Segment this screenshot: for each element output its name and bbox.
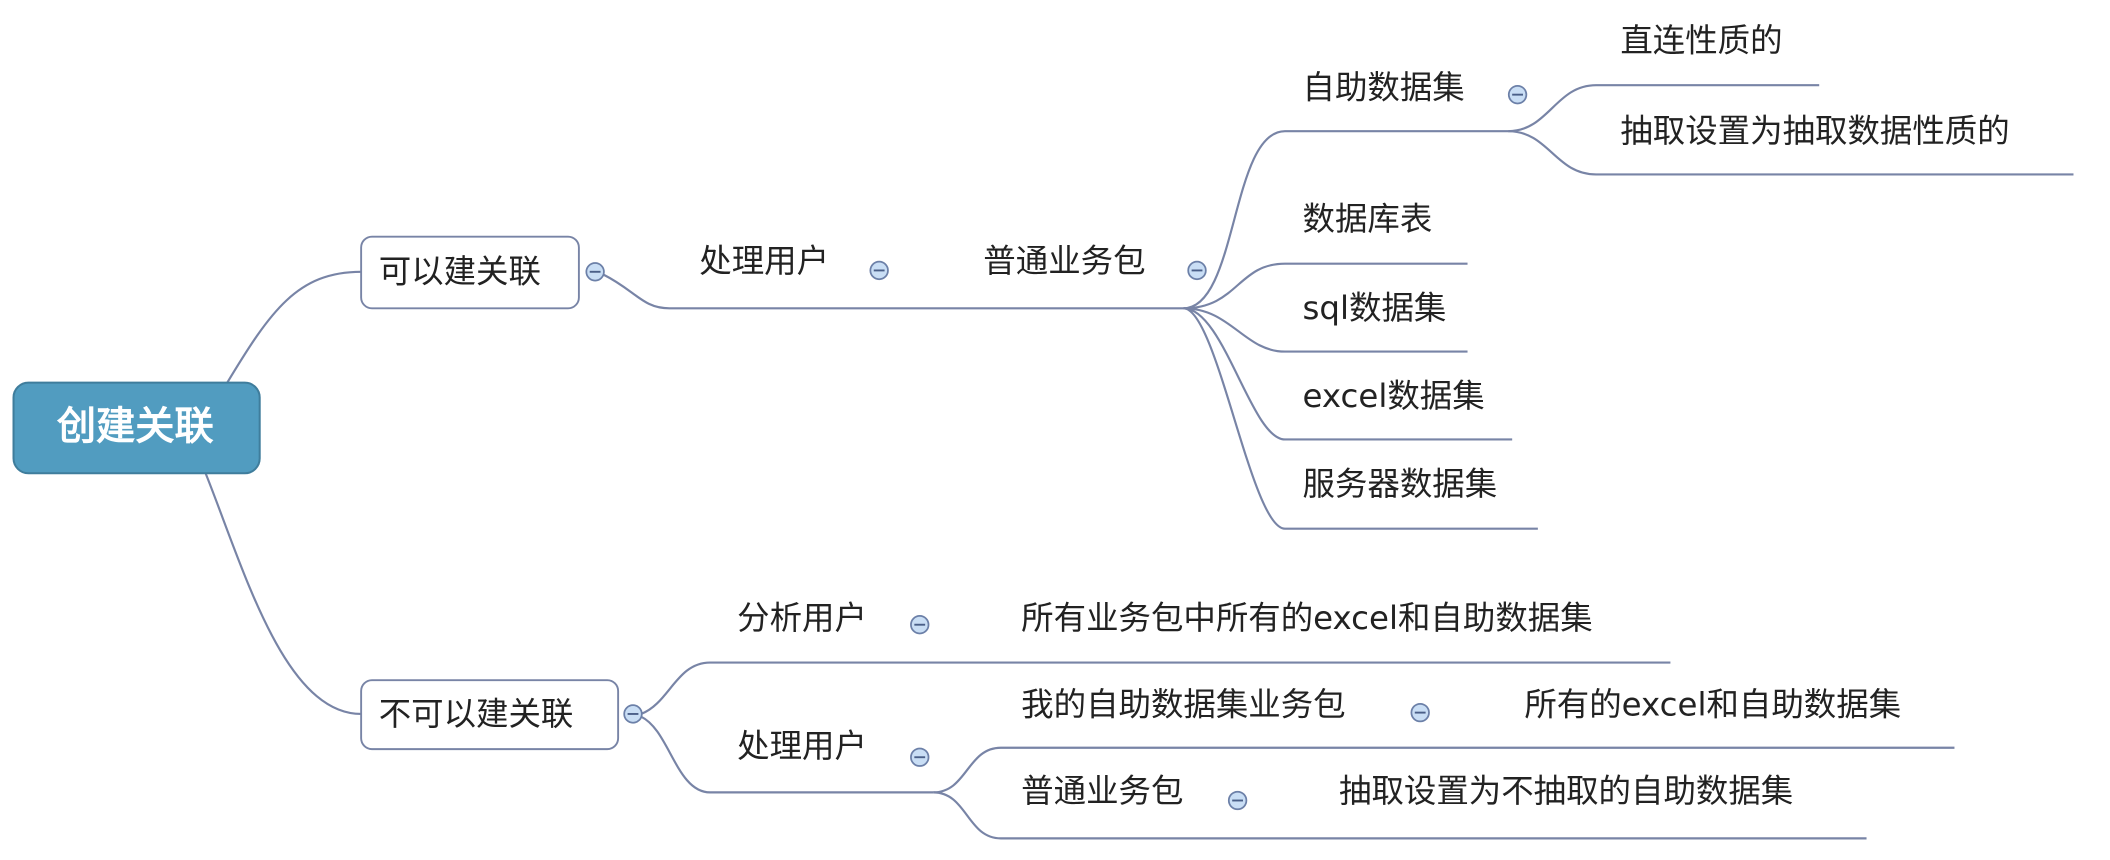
collapse-icon[interactable] — [585, 262, 605, 282]
root-node[interactable]: 创建关联 — [12, 381, 261, 475]
server-dataset-label[interactable]: 服务器数据集 — [1303, 465, 1498, 503]
edge-normal-package-2 — [933, 791, 1867, 840]
edge-can-processing — [602, 273, 1184, 310]
edge-dbtable — [1183, 262, 1468, 310]
collapse-icon[interactable] — [1227, 790, 1248, 811]
edge-selfhelp — [1183, 130, 1509, 310]
non-extract-label[interactable]: 抽取设置为不抽取的自助数据集 — [1339, 772, 1793, 810]
analysis-user-label[interactable]: 分析用户 — [737, 599, 867, 637]
self-help-dataset-label[interactable]: 自助数据集 — [1303, 69, 1465, 107]
collapse-icon[interactable] — [910, 615, 930, 635]
processing-user-2-label[interactable]: 处理用户 — [737, 727, 867, 765]
normal-package-label[interactable]: 普通业务包 — [983, 242, 1145, 280]
edge-root-can — [226, 270, 362, 384]
edge-extract — [1508, 130, 2074, 176]
node-can-link[interactable]: 可以建关联 — [360, 235, 580, 310]
extract-label[interactable]: 抽取设置为抽取数据性质的 — [1620, 112, 2009, 150]
db-table-label[interactable]: 数据库表 — [1303, 200, 1433, 238]
edge-server — [1183, 307, 1538, 530]
collapse-icon[interactable] — [1410, 702, 1430, 723]
sql-dataset-label[interactable]: sql数据集 — [1303, 289, 1447, 327]
node-cannot-link[interactable]: 不可以建关联 — [360, 679, 620, 751]
edge-cannot-processing — [640, 715, 934, 794]
processing-user-label[interactable]: 处理用户 — [699, 242, 829, 280]
collapse-icon[interactable] — [910, 747, 930, 767]
edge-root-cannot — [204, 472, 362, 716]
edge-excel — [1183, 307, 1513, 441]
all-excel-label[interactable]: 所有的excel和自助数据集 — [1524, 685, 1901, 723]
collapse-icon[interactable] — [1187, 260, 1207, 281]
collapse-icon[interactable] — [869, 260, 889, 281]
edge-my-package — [933, 746, 1955, 794]
edge-direct — [1508, 84, 1820, 133]
collapse-icon[interactable] — [1507, 84, 1528, 105]
edge-analysis — [640, 661, 1671, 715]
excel-dataset-label[interactable]: excel数据集 — [1303, 377, 1485, 415]
normal-package-2-label[interactable]: 普通业务包 — [1021, 772, 1183, 810]
connectors — [204, 84, 2074, 840]
can-link-label: 可以建关联 — [379, 253, 541, 291]
my-package-label[interactable]: 我的自助数据集业务包 — [1021, 685, 1345, 723]
root-label: 创建关联 — [57, 404, 214, 449]
edge-sql — [1183, 307, 1468, 353]
collapse-icon[interactable] — [623, 704, 643, 724]
direct-connect-label[interactable]: 直连性质的 — [1620, 21, 1782, 59]
cannot-link-label: 不可以建关联 — [379, 695, 574, 733]
all-packages-label[interactable]: 所有业务包中所有的excel和自助数据集 — [1021, 599, 1592, 637]
